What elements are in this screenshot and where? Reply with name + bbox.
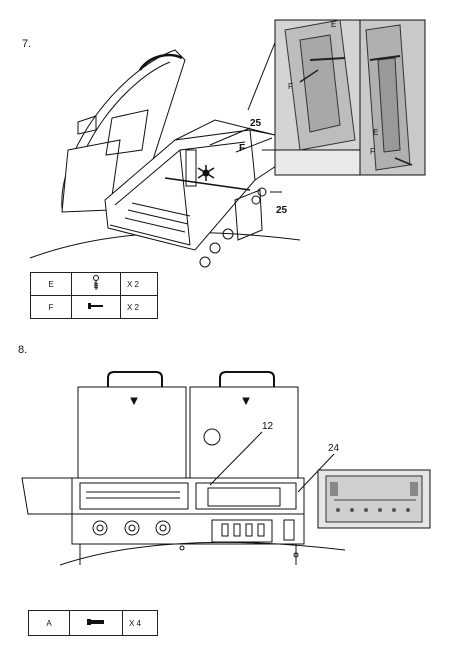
part-qty: X 2 <box>120 295 158 319</box>
step-8-number: 8. <box>18 344 28 356</box>
detail-inset <box>274 19 426 176</box>
part-letter: F <box>30 295 72 319</box>
callout-F-inset2: F <box>370 147 375 156</box>
step-8-detail-inset <box>317 469 431 529</box>
callout-F-main: F <box>239 143 246 154</box>
callout-E-inset1: E <box>331 20 337 29</box>
step-7-number: 7. <box>22 38 32 50</box>
part-qty: X 4 <box>122 610 158 636</box>
screw-icon <box>69 610 123 636</box>
callout-E-inset2: E <box>373 128 379 137</box>
pin-icon <box>71 295 121 319</box>
callout-25-top: 25 <box>250 118 262 129</box>
parts-row: F X 2 <box>30 295 158 319</box>
callout-25-right: 25 <box>276 205 288 216</box>
step-7-parts-table: E X 2 F X 2 <box>30 272 158 319</box>
part-letter: A <box>28 610 70 636</box>
callout-12: 12 <box>262 421 274 432</box>
step-8-parts-table: A X 4 <box>28 610 158 636</box>
callout-24: 24 <box>328 443 340 454</box>
callout-F-inset1: F <box>288 82 293 91</box>
parts-row: A X 4 <box>28 610 158 636</box>
